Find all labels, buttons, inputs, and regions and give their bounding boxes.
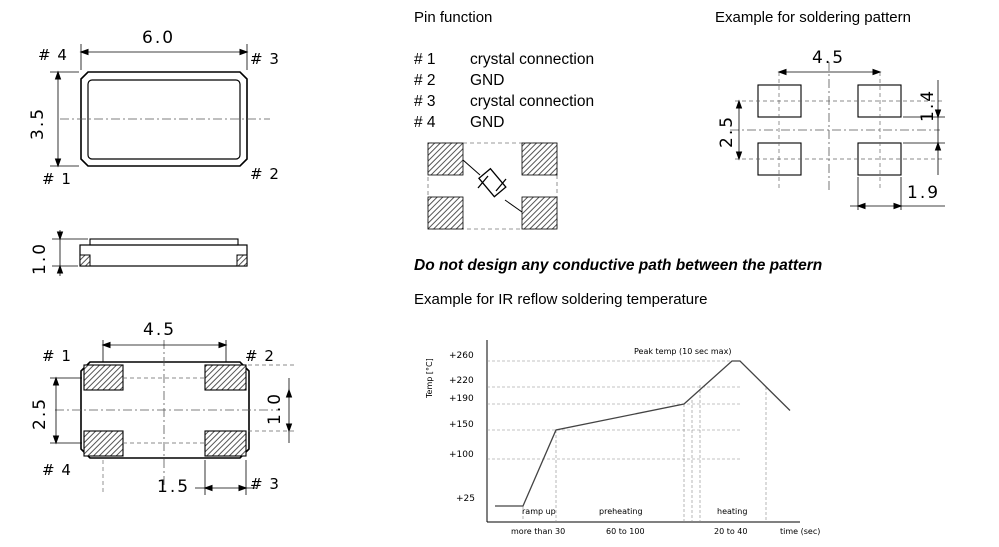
duration-ramp: more than 30 — [511, 527, 566, 536]
duration-preheat: 60 to 100 — [606, 527, 645, 536]
soldering-pattern-drawing — [730, 62, 945, 210]
bottom-pin-4: # 4 — [42, 461, 72, 479]
soldering-pattern-title: Example for soldering pattern — [715, 9, 911, 26]
phase-preheating: preheating — [599, 507, 643, 516]
bottom-pad-spacing-label: 4.5 — [143, 320, 177, 340]
phase-heating: heating — [717, 507, 748, 516]
y-tick-150: +150 — [449, 420, 474, 430]
bottom-pitch-label: 2.5 — [30, 396, 50, 430]
reflow-chart — [486, 340, 800, 523]
bottom-pad-width-label: 1.5 — [157, 477, 191, 497]
pin-function-title: Pin function — [414, 9, 493, 26]
y-tick-25: +25 — [456, 494, 475, 504]
top-view-drawing — [50, 44, 270, 168]
pattern-h-dim: 4.5 — [812, 48, 846, 68]
top-pin-1: # 1 — [42, 170, 72, 188]
y-tick-220: +220 — [449, 376, 474, 386]
bottom-pad-height-label: 1.0 — [265, 391, 285, 425]
y-tick-190: +190 — [449, 394, 474, 404]
bottom-pin-3: # 3 — [250, 475, 280, 493]
side-view-drawing — [52, 230, 248, 276]
pattern-pad-w: 1.9 — [907, 183, 941, 203]
pattern-v-dim: 2.5 — [717, 114, 737, 148]
chart-x-label: time (sec) — [780, 527, 821, 536]
peak-temp-label: Peak temp (10 sec max) — [634, 347, 732, 356]
side-thickness-label: 1.0 — [30, 241, 50, 275]
top-height-label: 3.5 — [28, 106, 48, 140]
duration-heating: 20 to 40 — [714, 527, 748, 536]
phase-ramp-up: ramp up — [522, 507, 556, 516]
reflow-title: Example for IR reflow soldering temperat… — [414, 291, 708, 308]
bottom-pin-1: # 1 — [42, 347, 72, 365]
crystal-schematic-icon — [427, 142, 558, 230]
y-tick-100: +100 — [449, 450, 474, 460]
top-width-label: 6.0 — [142, 28, 176, 48]
top-pin-4: # 4 — [38, 46, 68, 64]
pattern-pad-h: 1.4 — [918, 88, 938, 122]
chart-y-label: Temp [°C] — [425, 358, 434, 398]
design-warning: Do not design any conductive path betwee… — [414, 257, 823, 274]
bottom-pin-2: # 2 — [245, 347, 275, 365]
top-pin-3: # 3 — [250, 50, 280, 68]
top-pin-2: # 2 — [250, 165, 280, 183]
bottom-view-drawing — [50, 340, 295, 495]
reflow-temperature-line — [495, 360, 791, 507]
y-tick-260: +260 — [449, 351, 474, 361]
